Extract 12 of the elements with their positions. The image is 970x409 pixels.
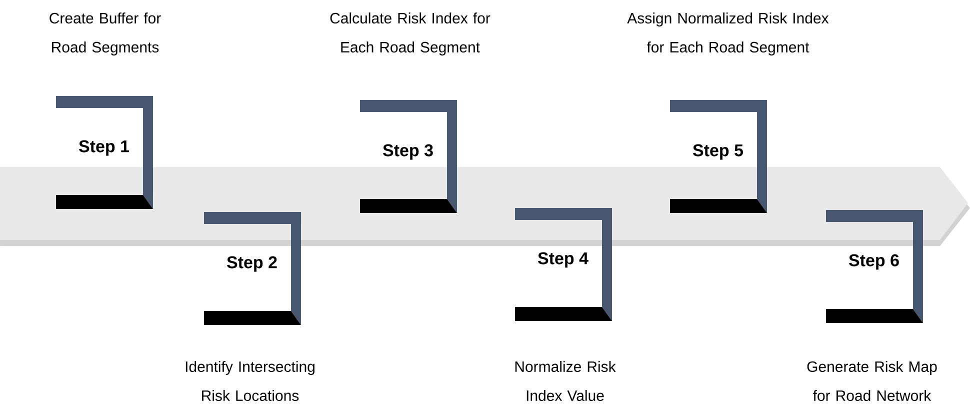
step-bracket: Step 1: [56, 96, 153, 209]
step-caption: Normalize Risk Index Value: [515, 360, 616, 401]
step-caption: Identify Intersecting Risk Locations: [186, 360, 314, 401]
step-caption: Generate Risk Map for Road Network: [807, 360, 937, 401]
step-caption: Calculate Risk Index for Each Road Segment: [330, 12, 490, 56]
step-bracket: Step 6: [826, 210, 923, 323]
step-bracket: Step 4: [515, 208, 612, 321]
step-bracket: Step 2: [204, 212, 301, 325]
step-caption: Create Buffer for Road Segments: [50, 12, 161, 56]
step-caption: Assign Normalized Risk Index for Each Road Segment: [627, 12, 829, 56]
step-bracket: Step 3: [360, 100, 457, 213]
step-bracket: Step 5: [670, 100, 767, 213]
